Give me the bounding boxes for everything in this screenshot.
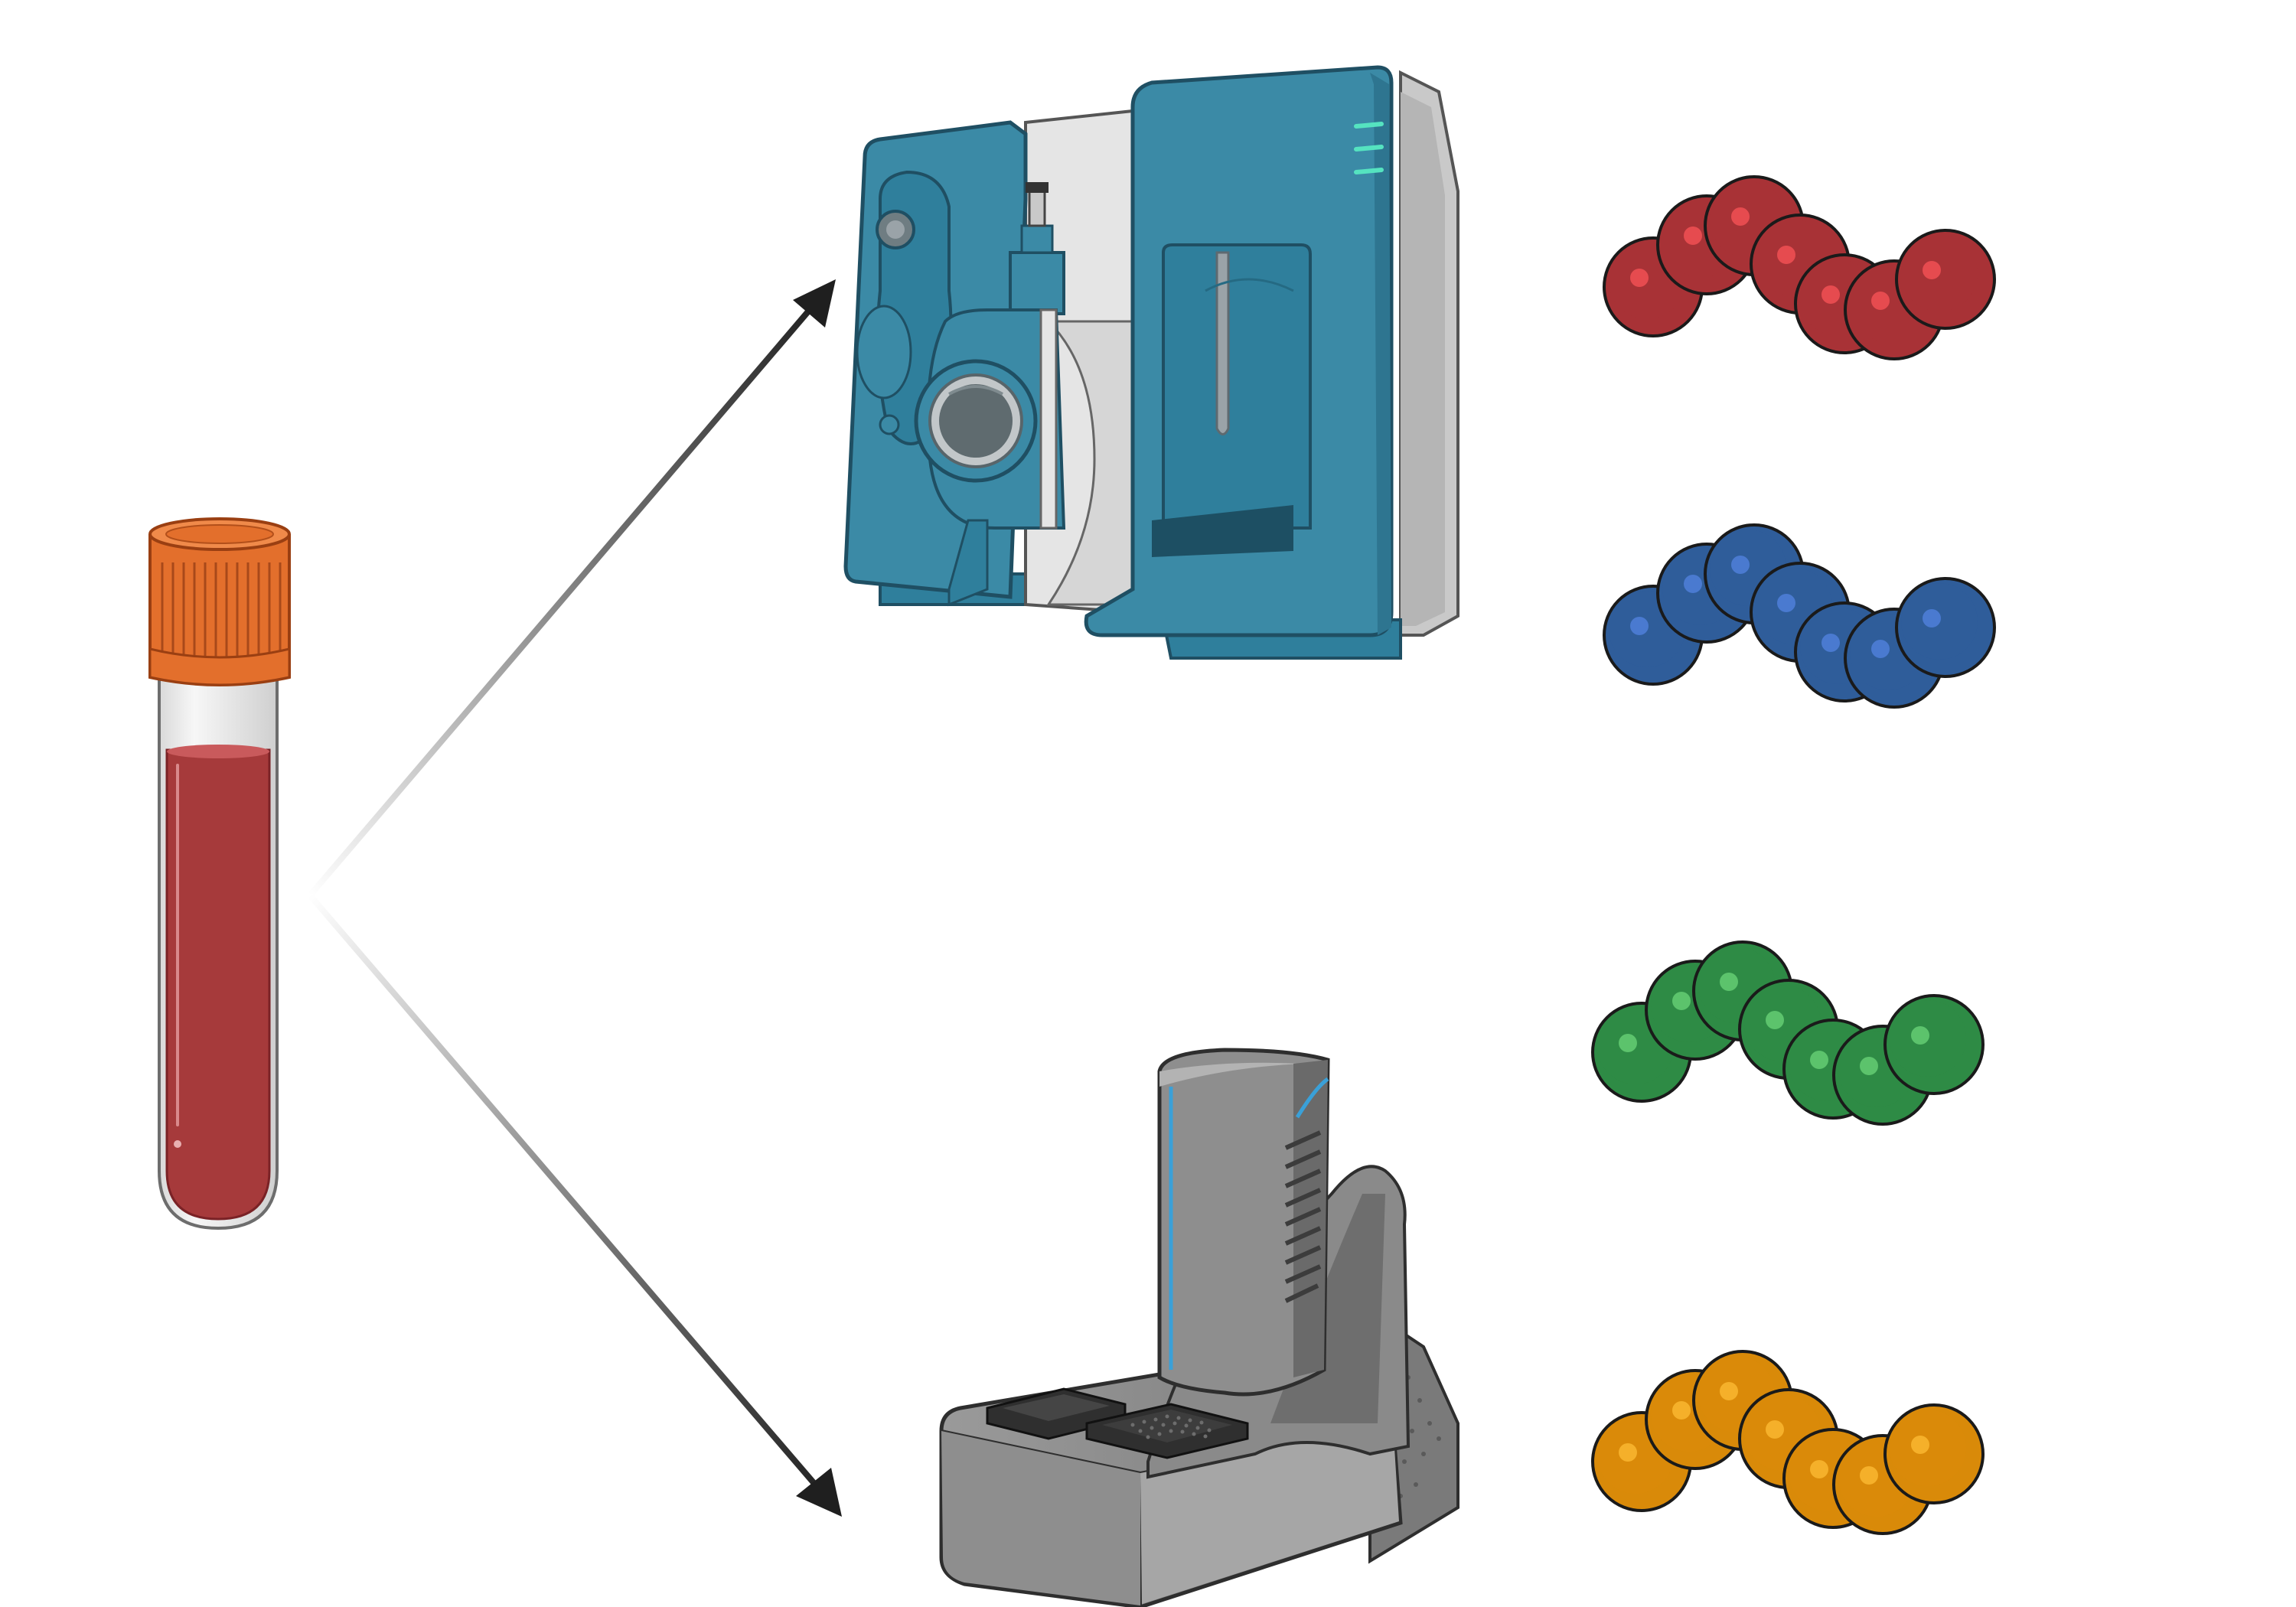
chain-green <box>1591 940 1985 1126</box>
affinity-platform-instrument-icon <box>939 1048 1459 1607</box>
amino-acid-bead <box>1895 229 1996 330</box>
chain-orange <box>1591 1350 1985 1535</box>
arrow-to-mass-spectrometer <box>307 279 836 898</box>
chain-red <box>1603 175 1996 360</box>
mass-spectrometer-icon <box>843 65 1459 660</box>
peptide-chains <box>1591 175 1996 1535</box>
chain-blue <box>1603 523 1996 709</box>
amino-acid-bead <box>1883 994 1985 1095</box>
arrow-to-affinity-platform <box>307 893 842 1517</box>
tube-cap <box>148 517 291 686</box>
amino-acid-bead <box>1895 577 1996 678</box>
blood-sample-tube-icon <box>148 517 291 1231</box>
amino-acid-bead <box>1883 1403 1985 1504</box>
